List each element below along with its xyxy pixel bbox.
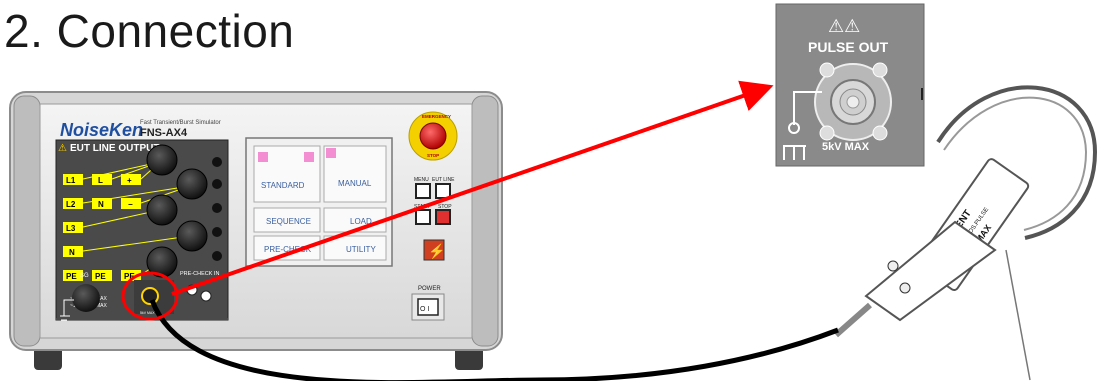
screen-button-label: MANUAL (338, 179, 372, 188)
screen-button-label: STANDARD (261, 181, 305, 190)
eut-output-label: EUT LINE OUTPUT (70, 143, 159, 154)
eut-line-button[interactable] (436, 184, 450, 198)
emergency-label-bottom: STOP (427, 153, 439, 158)
eut-line-label: EUT LINE (432, 177, 455, 183)
output-connector[interactable] (177, 221, 207, 251)
terminal-label: N (69, 248, 75, 257)
pulse-out-panel: ⚠⚠ PULSE OUT 5kV MAX (776, 4, 924, 166)
eut-output-warning-icon: ⚠ (58, 143, 67, 154)
menu-button[interactable] (416, 184, 430, 198)
mounting-screw (820, 63, 834, 77)
warning-icon: ⚠⚠ (828, 16, 860, 36)
terminal-label: + (127, 176, 132, 185)
instrument-handle-left (14, 96, 40, 346)
clamp-lever (1006, 250, 1030, 380)
instrument-handle-right (472, 96, 498, 346)
terminal-label: N (98, 200, 104, 209)
start-button[interactable] (416, 210, 430, 224)
monitor-jack[interactable] (212, 251, 222, 261)
pulse-out-small-label: 5kV MAX (140, 311, 155, 315)
monitor-jack[interactable] (212, 179, 222, 189)
clamp-screw (900, 283, 910, 293)
output-connector[interactable] (147, 145, 177, 175)
screen-button-label: UTILITY (346, 245, 376, 254)
sg-label: SG (80, 273, 89, 279)
terminal-label: PE (95, 272, 106, 281)
clamp-cable-tail (836, 305, 870, 335)
emergency-stop-button[interactable] (420, 123, 446, 149)
monitor-jack[interactable] (212, 157, 222, 167)
pulse-panel-title: PULSE OUT (808, 39, 889, 55)
sg-knob[interactable] (72, 284, 100, 312)
precheck-label: PRE-CHECK IN (180, 271, 219, 277)
power-label: POWER (418, 286, 441, 292)
model-name: FNS-AX4 (140, 127, 188, 139)
terminal-label: − (128, 200, 133, 209)
lightning-icon: ⚡ (428, 243, 445, 260)
terminal-label: L3 (66, 224, 76, 233)
monitor-jack[interactable] (212, 203, 222, 213)
clamp-handle (866, 222, 995, 320)
menu-label: MENU (414, 177, 429, 183)
pulse-panel-rating: 5kV MAX (822, 141, 870, 153)
instrument: NoiseKen Fast Transient/Burst Simulator … (10, 92, 502, 370)
output-connector[interactable] (177, 169, 207, 199)
terminal-label: L2 (66, 200, 76, 209)
precheck-jack[interactable] (201, 291, 211, 301)
terminal-label: PE (66, 272, 77, 281)
mounting-screw (873, 126, 887, 140)
mounting-screw (873, 63, 887, 77)
monitor-jack[interactable] (212, 227, 222, 237)
clamp-screw (888, 261, 898, 271)
brand-logo: NoiseKen (60, 120, 143, 140)
terminal-label: L1 (66, 176, 76, 185)
emergency-label-top: EMERGENCY (422, 114, 451, 119)
mounting-screw (820, 126, 834, 140)
power-switch-glyph: O I (420, 306, 429, 313)
stop-button[interactable] (436, 210, 450, 224)
brand-tagline: Fast Transient/Burst Simulator (140, 120, 221, 126)
terminal-label: L (98, 176, 103, 185)
output-connector[interactable] (147, 195, 177, 225)
screen-button-label: SEQUENCE (266, 217, 311, 226)
